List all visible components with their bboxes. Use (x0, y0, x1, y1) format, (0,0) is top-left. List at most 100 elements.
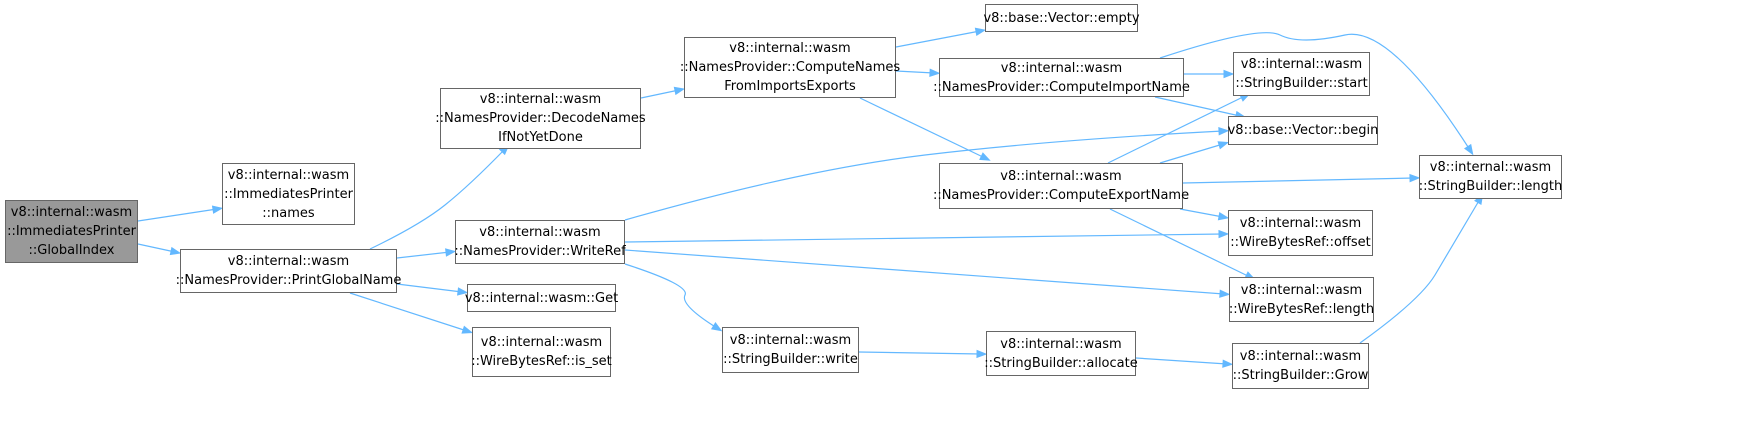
edge-line (349, 292, 468, 332)
node-label: v8::internal::wasm ::NamesProvider::Writ… (454, 225, 626, 259)
edge-line (137, 208, 218, 222)
edge-n_sbwrite-to-n_sballocate (858, 349, 988, 359)
edge-arrowhead (461, 325, 474, 334)
node-names-provider-decodenamesifnotyetdone[interactable]: v8::internal::wasm ::NamesProvider::Deco… (435, 88, 646, 149)
edge-arrowhead (1217, 141, 1230, 150)
node-names-provider-computeexportname[interactable]: v8::internal::wasm ::NamesProvider::Comp… (933, 163, 1189, 209)
edge-line (1159, 143, 1224, 164)
edge-line (1179, 208, 1224, 218)
edge-n_computenames-to-n_computeexport (859, 97, 991, 161)
edge-n_writeref-to-n_sbwrite (624, 263, 723, 332)
node-label: v8::internal::wasm ::WireBytesRef::is_se… (471, 335, 612, 369)
edge-n_writeref-to-n_wblength (624, 249, 1231, 298)
node-label: v8::internal::wasm ::NamesProvider::Comp… (932, 169, 1190, 203)
edge-line (1135, 357, 1228, 365)
node-label: v8::internal::wasm ::NamesProvider::Deco… (435, 92, 646, 145)
edge-n_writeref-to-n_vecbegin (624, 127, 1230, 221)
node-names-provider-computeimportname[interactable]: v8::internal::wasm ::NamesProvider::Comp… (933, 58, 1190, 97)
edge-line (858, 351, 982, 355)
edge-line (1107, 95, 1246, 164)
node-label: v8::internal::wasm ::WireBytesRef::offse… (1230, 216, 1371, 250)
node-stringbuilder-length[interactable]: v8::internal::wasm ::StringBuilder::leng… (1419, 155, 1562, 199)
edge-arrowhead (929, 68, 941, 77)
edge-line (1182, 177, 1415, 184)
node-stringbuilder-grow[interactable]: v8::internal::wasm ::StringBuilder::Grow (1232, 343, 1369, 389)
edge-arrowhead (979, 152, 991, 161)
edge-arrowhead (445, 248, 457, 257)
edge-n_computenames-to-n_computeimport (895, 68, 941, 77)
edge-arrowhead (673, 86, 686, 96)
edge-n_globalindex-to-n_names (137, 205, 224, 222)
edge-line (1159, 32, 1471, 151)
node-label: v8::internal::wasm ::ImmediatesPrinter :… (224, 167, 353, 221)
edge-arrowhead (976, 349, 988, 359)
edge-n_computeexport-to-n_wboffset (1179, 208, 1230, 221)
node-label: v8::internal::wasm ::NamesProvider::Comp… (933, 60, 1190, 95)
edge-line (624, 130, 1224, 221)
node-wasm-get[interactable]: v8::internal::wasm::Get (464, 284, 619, 312)
node-label: v8::internal::wasm::Get (464, 290, 619, 306)
edge-line (624, 263, 718, 329)
edge-arrowhead (1223, 69, 1235, 79)
edge-line (895, 30, 981, 48)
edge-n_computeimport-to-n_sblength (1159, 32, 1474, 156)
node-vector-begin[interactable]: v8::base::Vector::begin (1228, 116, 1378, 145)
edge-n_writeref-to-n_wboffset (624, 229, 1230, 243)
node-stringbuilder-write[interactable]: v8::internal::wasm ::StringBuilder::writ… (722, 327, 859, 373)
node-label: v8::internal::wasm ::NamesProvider::Comp… (679, 41, 901, 94)
node-label: v8::base::Vector::begin (1227, 123, 1379, 138)
edge-line (624, 233, 1224, 243)
edge-arrowhead (1217, 212, 1230, 221)
edge-line (1109, 208, 1251, 278)
node-names-provider-writeref[interactable]: v8::internal::wasm ::NamesProvider::Writ… (454, 220, 626, 264)
edge-n_computeimport-to-n_sbstart (1184, 69, 1235, 79)
edge-arrowhead (1222, 359, 1234, 368)
edge-line (369, 148, 506, 250)
edge-arrowhead (169, 246, 182, 256)
edge-n_computeexport-to-n_sblength (1182, 173, 1421, 184)
node-label: v8::internal::wasm ::ImmediatesPrinter :… (7, 205, 136, 258)
edge-n_printglobal-to-n_writeref (396, 248, 457, 259)
edge-n_computeexport-to-n_vecbegin (1159, 141, 1230, 164)
edge-n_computenames-to-n_vecempty (895, 27, 987, 48)
node-immediates-printer-names[interactable]: v8::internal::wasm ::ImmediatesPrinter :… (222, 163, 355, 225)
node-stringbuilder-start[interactable]: v8::internal::wasm ::StringBuilder::star… (1233, 52, 1370, 96)
node-immediates-printer-globalindex: v8::internal::wasm ::ImmediatesPrinter :… (5, 200, 138, 263)
node-label: v8::internal::wasm ::WireBytesRef::lengt… (1228, 282, 1375, 317)
edge-line (1359, 198, 1481, 344)
node-label: v8::internal::wasm ::StringBuilder::star… (1235, 57, 1368, 91)
node-wirebytesref-offset[interactable]: v8::internal::wasm ::WireBytesRef::offse… (1228, 210, 1373, 256)
edge-n_printglobal-to-n_isset (349, 292, 474, 334)
node-names-provider-computenamesfromimportsexports[interactable]: v8::internal::wasm ::NamesProvider::Comp… (680, 37, 900, 98)
node-wirebytesref-length[interactable]: v8::internal::wasm ::WireBytesRef::lengt… (1229, 277, 1374, 322)
node-label: v8::internal::wasm ::StringBuilder::allo… (984, 336, 1138, 371)
edge-line (640, 89, 680, 99)
edge-arrowhead (1219, 289, 1231, 298)
node-label: v8::base::Vector::empty (983, 10, 1140, 26)
edge-line (396, 283, 463, 293)
edge-line (859, 97, 986, 159)
edge-arrowhead (1218, 127, 1230, 136)
node-label: v8::internal::wasm ::StringBuilder::writ… (723, 333, 858, 367)
edge-line (895, 70, 935, 74)
node-wirebytesref-is-set[interactable]: v8::internal::wasm ::WireBytesRef::is_se… (471, 327, 612, 377)
edge-line (1154, 96, 1241, 117)
edge-line (624, 249, 1225, 295)
edge-line (137, 243, 176, 253)
edge-arrowhead (1218, 229, 1230, 239)
edge-line (396, 251, 451, 259)
edge-arrowhead (1409, 173, 1421, 183)
node-label: v8::internal::wasm ::StringBuilder::Grow (1232, 349, 1369, 383)
edge-n_globalindex-to-n_printglobal (137, 243, 182, 256)
edge-n_decodenames-to-n_computenames (640, 86, 686, 99)
node-names-provider-printglobalname[interactable]: v8::internal::wasm ::NamesProvider::Prin… (176, 249, 401, 293)
node-stringbuilder-allocate[interactable]: v8::internal::wasm ::StringBuilder::allo… (984, 331, 1138, 376)
node-label: v8::internal::wasm ::NamesProvider::Prin… (175, 254, 402, 288)
edge-arrowhead (211, 205, 224, 214)
node-vector-empty[interactable]: v8::base::Vector::empty (983, 4, 1140, 32)
node-label: v8::internal::wasm ::StringBuilder::leng… (1418, 160, 1563, 194)
edge-arrowhead (457, 287, 469, 296)
edge-n_sbgrow-to-n_sblength (1359, 193, 1484, 344)
edge-arrowhead (1464, 143, 1474, 156)
